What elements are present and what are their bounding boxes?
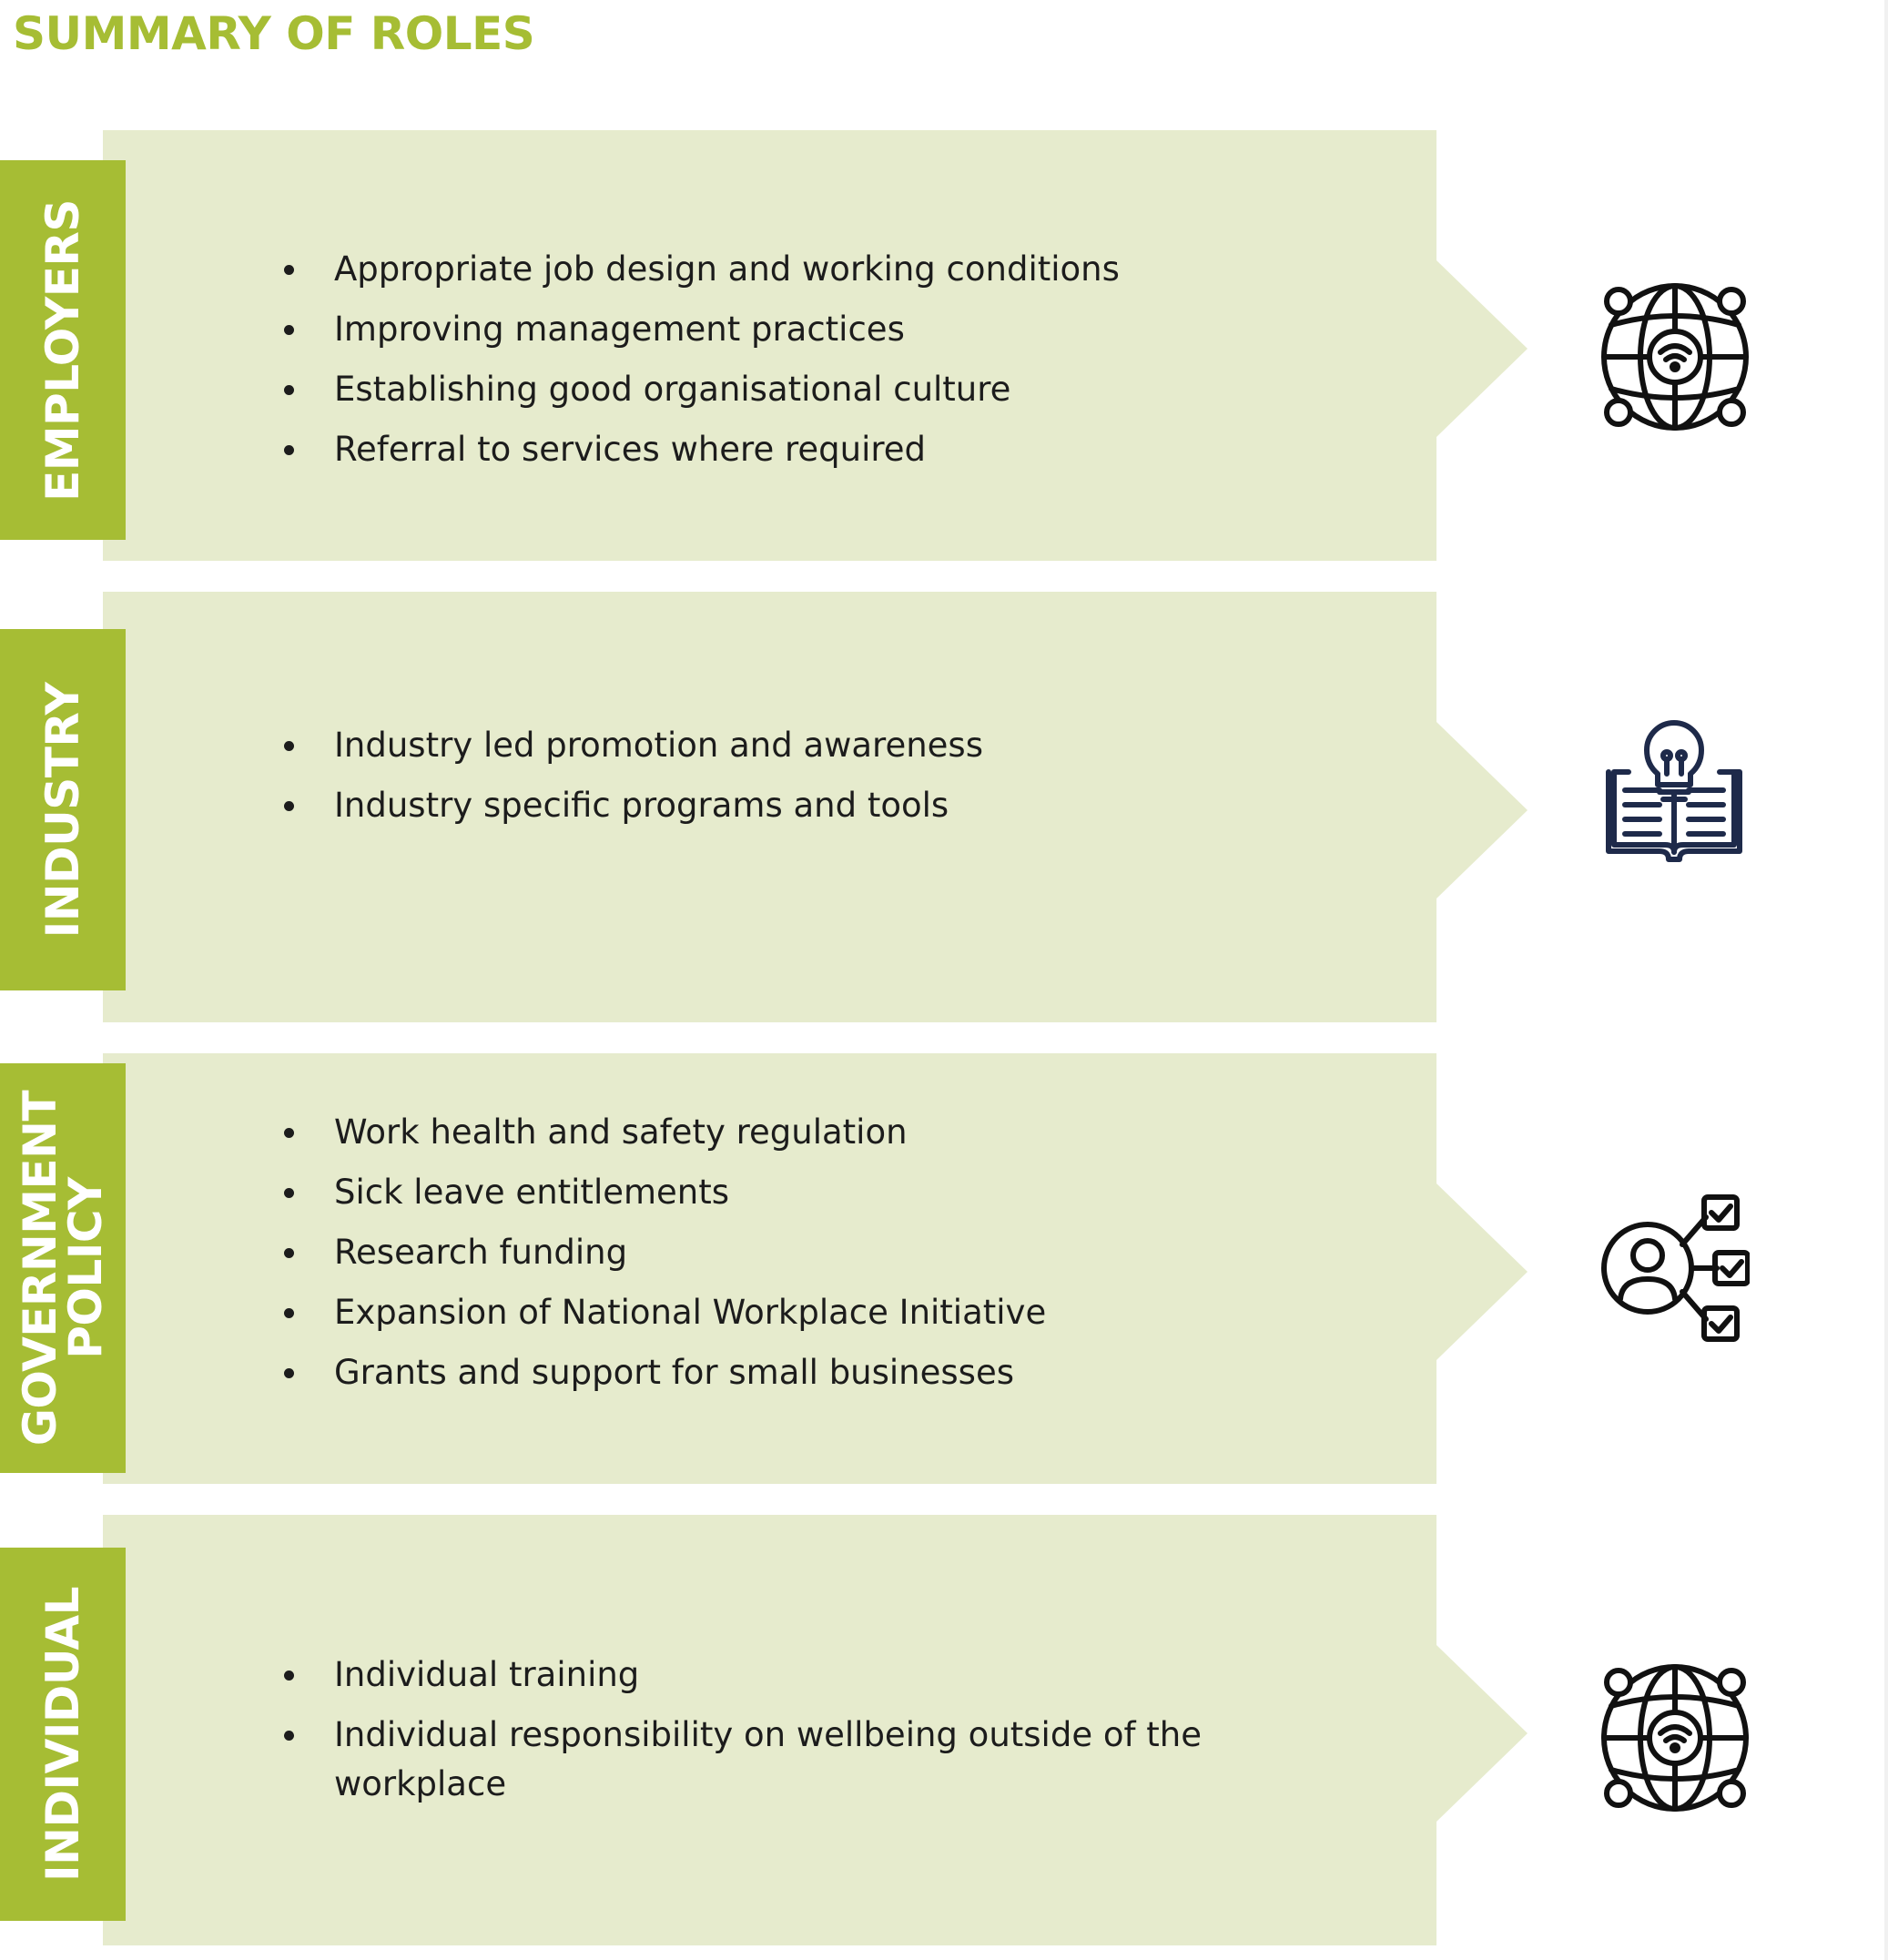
role-panel <box>103 592 1528 1022</box>
role-tab-industry: INDUSTRY <box>0 629 126 990</box>
list-item: Referral to services where required <box>278 425 1279 474</box>
page-edge <box>1884 0 1888 1960</box>
role-items: Work health and safety regulation Sick l… <box>278 1108 1279 1408</box>
role-items: Industry led promotion and awareness Ind… <box>278 721 1279 841</box>
role-tab-employers: EMPLOYERS <box>0 160 126 540</box>
role-items: Individual training Individual responsib… <box>278 1650 1279 1820</box>
role-row-individual: INDIVIDUAL Individual training Individua… <box>0 1515 1888 1945</box>
globe-network-icon <box>1601 1664 1749 1812</box>
list-item: Grants and support for small businesses <box>278 1348 1279 1397</box>
list-item: Industry specific programs and tools <box>278 781 1279 830</box>
list-item: Establishing good organisational culture <box>278 365 1279 414</box>
role-row-employers: EMPLOYERS Appropriate job design and wor… <box>0 130 1888 561</box>
page-title: SUMMARY OF ROLES <box>13 7 535 60</box>
role-row-government-policy: GOVERNMENT POLICY Work health and safety… <box>0 1053 1888 1484</box>
list-item: Work health and safety regulation <box>278 1108 1279 1157</box>
list-item: Industry led promotion and awareness <box>278 721 1279 770</box>
list-item: Individual responsibility on wellbeing o… <box>278 1711 1208 1809</box>
role-tab-individual: INDIVIDUAL <box>0 1548 126 1921</box>
role-label: EMPLOYERS <box>36 198 89 502</box>
list-item: Research funding <box>278 1228 1279 1277</box>
role-label-line: POLICY <box>59 1177 112 1359</box>
role-panel <box>103 1515 1528 1945</box>
globe-network-icon <box>1601 283 1749 431</box>
list-item: Appropriate job design and working condi… <box>278 245 1279 294</box>
list-item: Expansion of National Workplace Initiati… <box>278 1288 1279 1337</box>
list-item: Individual training <box>278 1650 1279 1700</box>
list-item: Improving management practices <box>278 305 1279 354</box>
role-label: INDUSTRY <box>36 682 89 938</box>
role-panel <box>103 130 1528 561</box>
role-tab-government-policy: GOVERNMENT POLICY <box>0 1063 126 1473</box>
role-label-line: GOVERNMENT <box>14 1090 66 1447</box>
book-lightbulb-icon <box>1606 720 1742 862</box>
role-items: Appropriate job design and working condi… <box>278 245 1279 485</box>
role-panel <box>103 1053 1528 1484</box>
user-checklist-icon <box>1601 1194 1750 1342</box>
role-row-industry: INDUSTRY Industry led promotion and awar… <box>0 592 1888 1022</box>
role-label: GOVERNMENT POLICY <box>14 1090 112 1447</box>
list-item: Sick leave entitlements <box>278 1168 1279 1217</box>
role-label: INDIVIDUAL <box>36 1587 89 1882</box>
